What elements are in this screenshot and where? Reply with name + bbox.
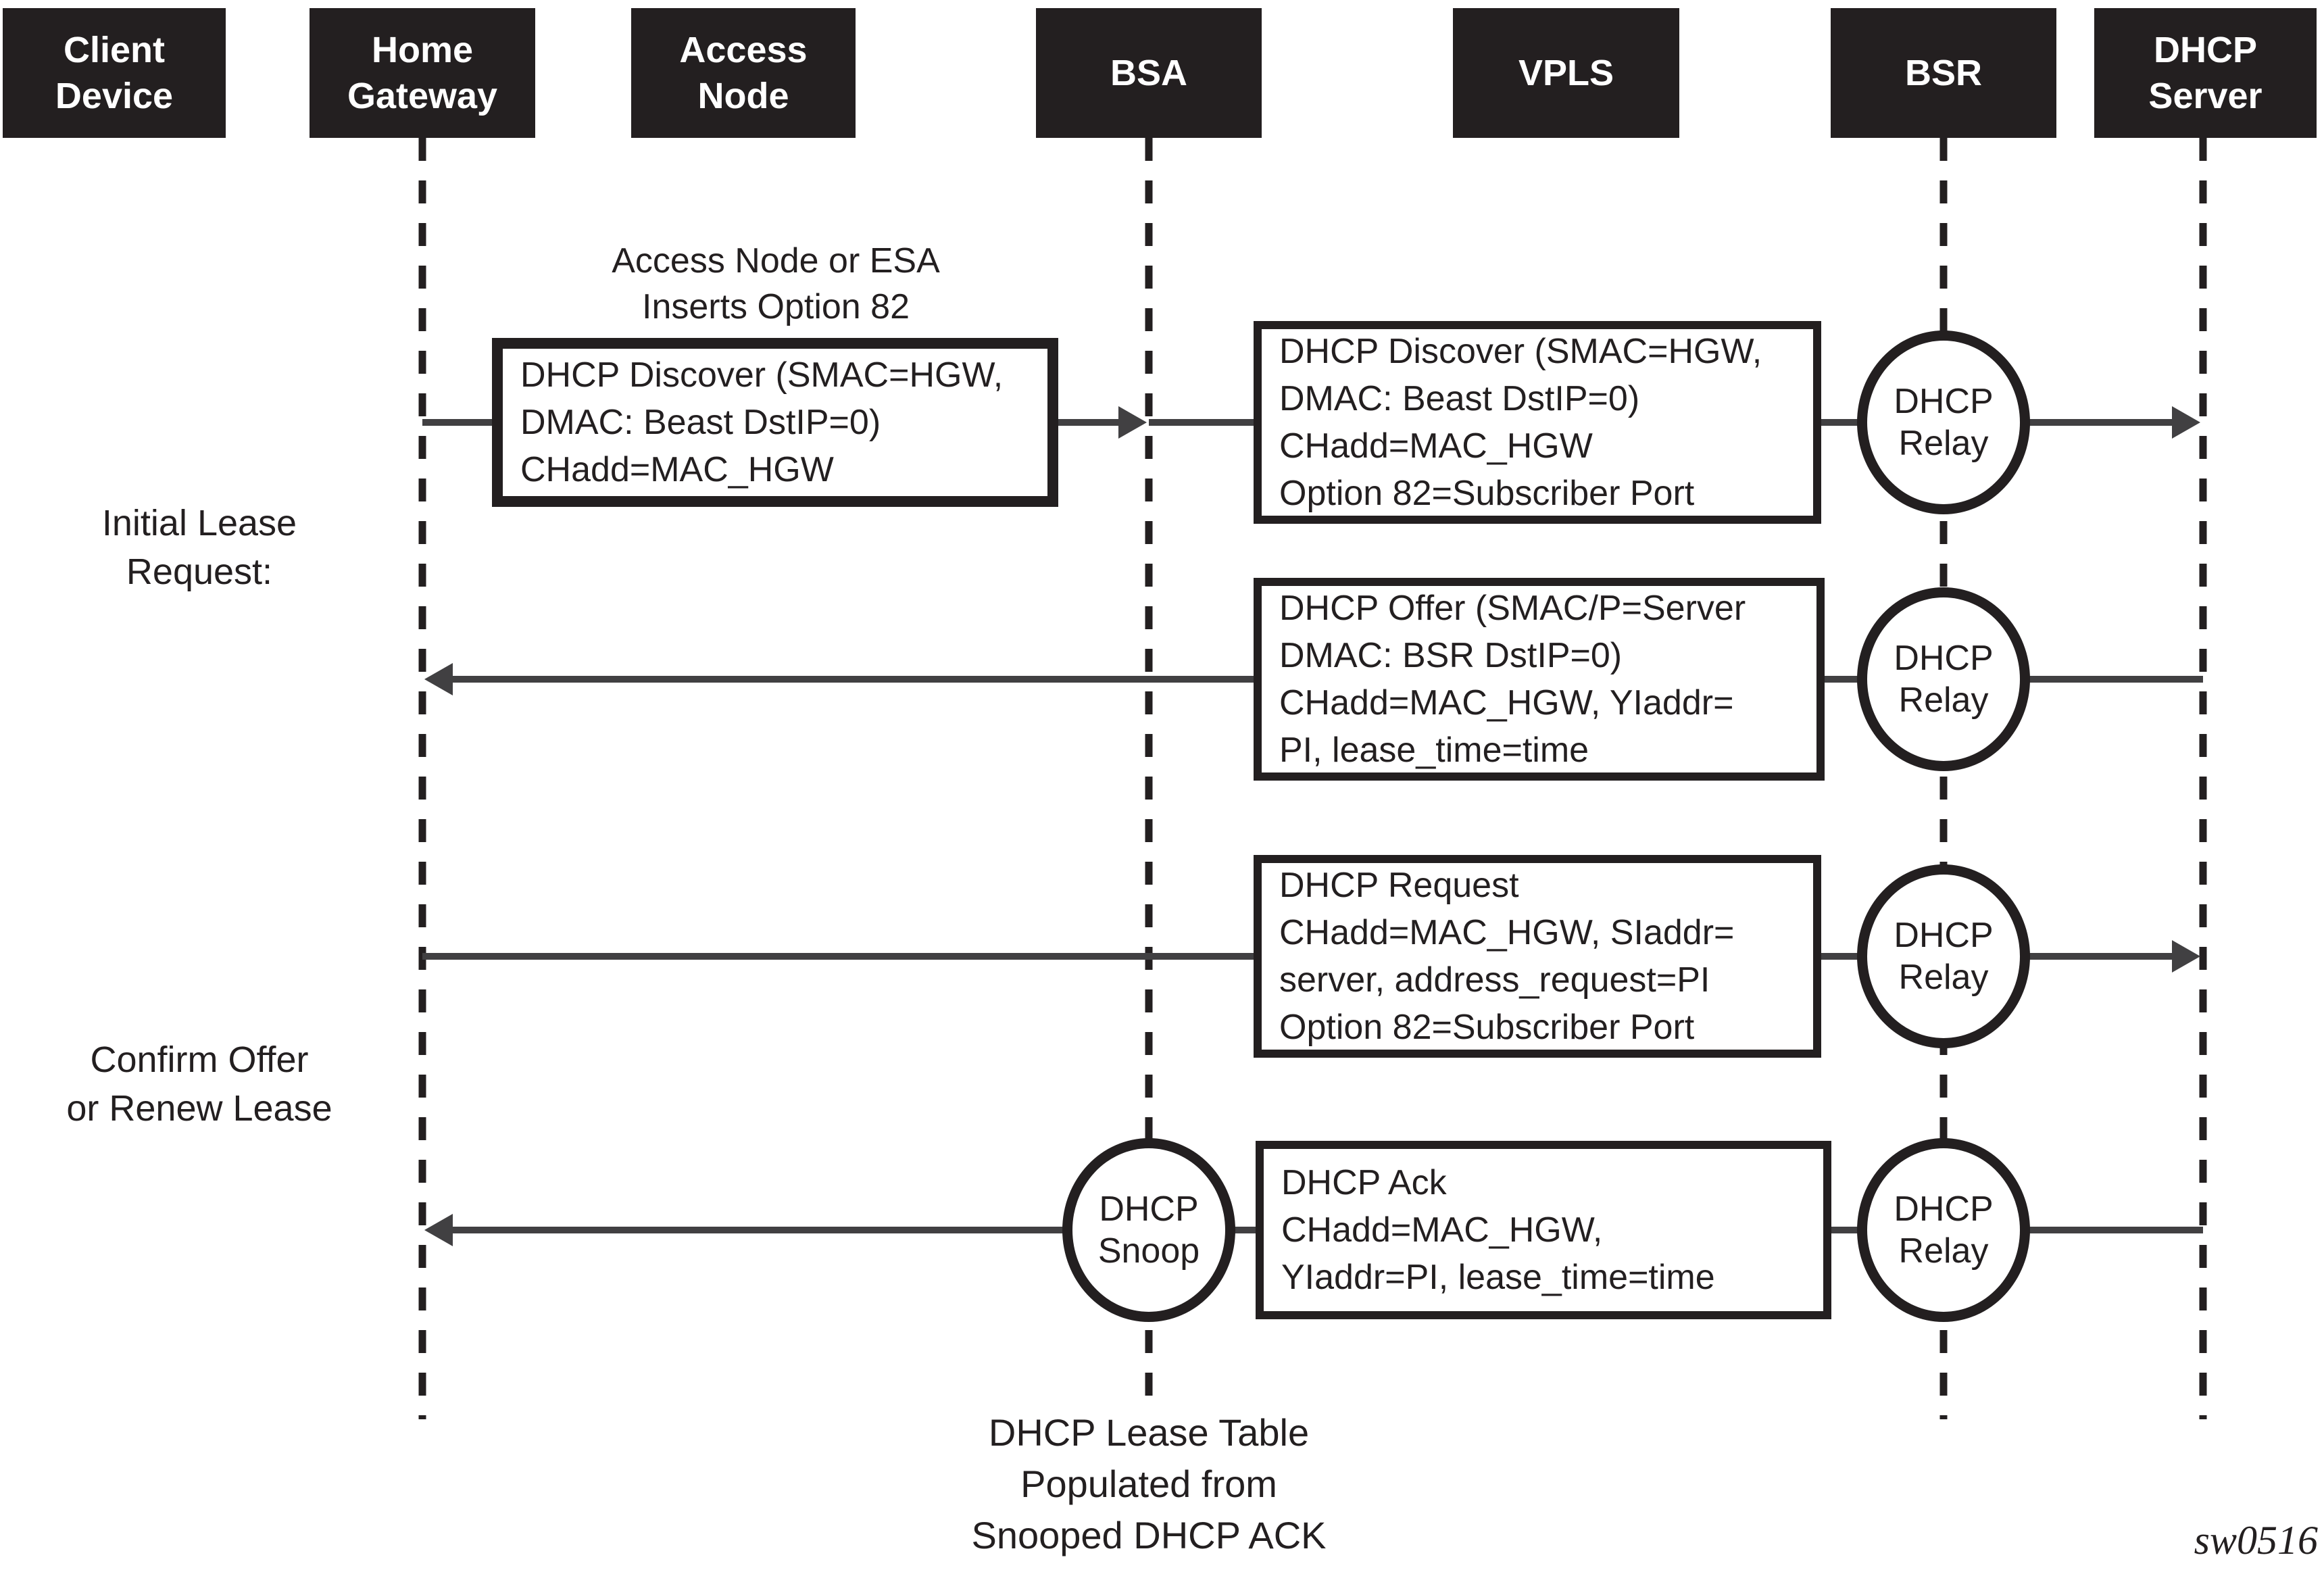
actor-access-node: Access Node [631,8,856,138]
actor-label: DHCP [2153,30,2257,70]
message-line: DMAC: BSR DstIP=0) [1279,636,1623,675]
phase-label-line: or Renew Lease [66,1088,332,1129]
arrowhead-discover-at-bsa-icon [1118,406,1147,439]
message-line: DHCP Ack [1281,1163,1447,1202]
node-label-line: Relay [1898,1231,1989,1271]
actor-vpls: VPLS [1453,8,1679,138]
phase-label-initial-lease: Initial Lease Request: [14,499,385,596]
message-line: server, address_request=PI [1279,960,1710,1000]
annotation-line: Access Node or ESA [612,241,940,280]
actor-client-device: Client Device [3,8,226,138]
actor-label: Gateway [347,76,498,116]
message-line: CHadd=MAC_HGW, SIaddr= [1279,913,1735,952]
caption-line: Snooped DHCP ACK [971,1514,1327,1556]
arrowhead-offer-at-hgw-icon [424,663,453,695]
actor-bsr: BSR [1831,8,2056,138]
node-label-line: DHCP [1099,1189,1199,1229]
message-box-dhcp-offer: DHCP Offer (SMAC/P=Server DMAC: BSR DstI… [1254,578,1825,781]
message-line: Option 82=Subscriber Port [1279,1008,1695,1047]
message-box-dhcp-discover-vpls: DHCP Discover (SMAC=HGW, DMAC: Beast Dst… [1254,321,1821,524]
message-line: DHCP Discover (SMAC=HGW, [1279,332,1762,371]
message-line: DHCP Request [1279,866,1519,905]
arrowhead-ack-at-hgw-icon [424,1214,453,1246]
node-label-line: Relay [1898,958,1989,997]
lease-table-caption: DHCP Lease Table Populated from Snooped … [845,1407,1453,1561]
actor-label: Server [2148,76,2263,116]
node-label-line: DHCP [1894,916,1994,955]
phase-label-line: Initial Lease [101,503,297,543]
node-label-line: DHCP [1894,382,1994,421]
node-label-line: DHCP [1894,1189,1994,1229]
access-node-annotation: Access Node or ESA Inserts Option 82 [505,238,1046,330]
message-line: DMAC: Beast DstIP=0) [1279,379,1640,418]
actor-label: Node [697,76,789,116]
actor-home-gateway: Home Gateway [310,8,535,138]
message-box-dhcp-request: DHCP Request CHadd=MAC_HGW, SIaddr= serv… [1254,855,1821,1058]
dhcp-relay-node-request: DHCP Relay [1857,864,2030,1048]
message-box-dhcp-discover-access: DHCP Discover (SMAC=HGW, DMAC: Beast Dst… [492,338,1058,507]
message-line: Option 82=Subscriber Port [1279,474,1695,513]
caption-line: Populated from [1020,1463,1277,1505]
actor-label: Device [55,76,174,116]
phase-label-confirm-offer: Confirm Offer or Renew Lease [14,1035,385,1133]
message-line: CHadd=MAC_HGW [520,450,834,489]
dhcp-relay-node-discover: DHCP Relay [1857,330,2030,514]
actor-label: VPLS [1518,53,1614,93]
message-line: DHCP Offer (SMAC/P=Server [1279,589,1746,628]
actor-dhcp-server: DHCP Server [2094,8,2317,138]
dhcp-snoop-node: DHCP Snoop [1062,1138,1235,1322]
message-line: CHadd=MAC_HGW [1279,426,1593,466]
dhcp-relay-node-offer: DHCP Relay [1857,587,2030,771]
annotation-line: Inserts Option 82 [642,287,910,326]
message-line: PI, lease_time=time [1279,731,1589,770]
actor-label: Client [63,30,165,70]
actor-label: Access [679,30,808,70]
caption-line: DHCP Lease Table [988,1411,1310,1454]
actor-label: Home [371,30,474,70]
message-line: DHCP Discover (SMAC=HGW, [520,355,1004,395]
node-label-line: DHCP [1894,639,1994,678]
message-line: CHadd=MAC_HGW, YIaddr= [1279,683,1734,722]
node-label-line: Relay [1898,681,1989,720]
actor-label: BSR [1904,53,1982,93]
arrowhead-request-at-server-icon [2172,940,2200,973]
actor-label: BSA [1110,53,1187,93]
arrowhead-discover-at-server-icon [2172,406,2200,439]
phase-label-line: Request: [126,551,273,592]
message-box-dhcp-ack: DHCP Ack CHadd=MAC_HGW, YIaddr=PI, lease… [1256,1141,1831,1319]
node-label-line: Relay [1898,424,1989,463]
figure-id-watermark: sw0516 [2194,1518,2318,1563]
phase-label-line: Confirm Offer [90,1039,309,1080]
message-line: CHadd=MAC_HGW, [1281,1210,1603,1250]
message-line: YIaddr=PI, lease_time=time [1281,1258,1715,1297]
node-label-line: Snoop [1097,1231,1200,1271]
dhcp-relay-node-ack: DHCP Relay [1857,1138,2030,1322]
actor-bsa: BSA [1036,8,1262,138]
message-line: DMAC: Beast DstIP=0) [520,403,881,442]
